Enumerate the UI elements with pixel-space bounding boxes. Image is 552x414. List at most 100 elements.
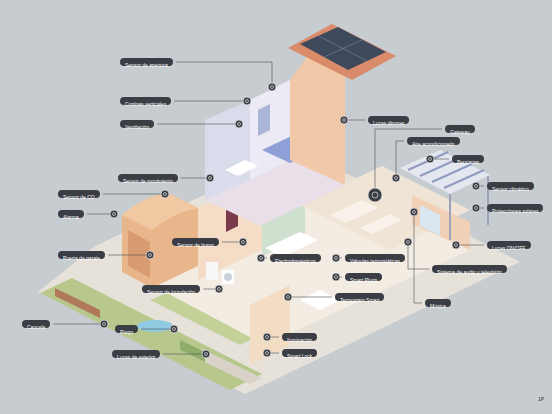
pergola-slat	[432, 164, 472, 182]
callout-label: Puerta de garaje	[58, 251, 105, 259]
callout-label: Smart Plugs	[345, 273, 382, 281]
device-icon	[284, 293, 292, 301]
icon-glyph	[164, 193, 167, 196]
icon-glyph	[343, 119, 346, 122]
sofa	[330, 200, 378, 223]
label-text: Sensor de movimiento	[123, 178, 173, 184]
pergola-roof	[400, 150, 490, 194]
label-text: Ventilación	[125, 124, 149, 130]
callout-label: Luces dimmer	[368, 116, 409, 124]
icon-glyph	[266, 336, 269, 339]
icon-glyph	[238, 123, 241, 126]
device-icon	[340, 116, 348, 124]
callout-label: Ventilación	[120, 120, 154, 128]
device-icon	[215, 285, 223, 293]
pergola-slat	[408, 152, 448, 170]
icon-glyph	[271, 86, 274, 89]
icon-glyph	[246, 100, 249, 103]
pond	[137, 320, 173, 332]
icon-glyph	[413, 211, 416, 214]
label-text: Sensor de apertura	[125, 62, 168, 68]
leader-line	[288, 297, 332, 298]
icon-glyph	[205, 353, 208, 356]
device-icon	[235, 120, 243, 128]
label-text: Riego	[120, 329, 133, 335]
leader-line	[176, 62, 272, 87]
leader-line	[174, 101, 247, 102]
icon-glyph	[209, 177, 212, 180]
callout-label: Iluminación	[282, 333, 317, 341]
label-text: Música	[430, 303, 446, 309]
icon-glyph	[218, 288, 221, 291]
ground	[38, 150, 520, 394]
upper-floor	[205, 24, 396, 226]
label-text: Iluminación	[287, 337, 312, 343]
callout-label: Persianas	[452, 155, 484, 163]
upper-back-wall	[250, 80, 290, 180]
label-text: Cortinas verticales	[125, 101, 166, 107]
callout-label: Luces de exterior	[112, 350, 160, 358]
callout-label: Sistema de audio y televisión	[432, 265, 507, 273]
label-text: Aire acondicionado	[412, 141, 455, 147]
label-text: Electrodomésticos	[275, 258, 316, 264]
label-text: Puerta de garaje	[63, 255, 100, 261]
leader-line	[396, 141, 404, 178]
callout-label: Electrodomésticos	[270, 254, 321, 262]
washer-door	[224, 273, 232, 281]
callout-label: Gateway	[445, 125, 475, 133]
device-icon	[426, 155, 434, 163]
label-text: Cancela	[27, 324, 45, 330]
upper-left-wall	[205, 100, 250, 200]
label-text: Sensor de CO	[63, 194, 95, 200]
device-icon	[206, 174, 214, 182]
device-icon	[170, 325, 178, 333]
appliance	[206, 262, 218, 280]
device-icon	[110, 210, 118, 218]
callout-label: Alarma	[58, 210, 84, 218]
leader-line	[414, 212, 422, 303]
solar-panel	[300, 27, 386, 70]
label-text: Smart Lock	[287, 353, 312, 359]
leader-line	[108, 255, 150, 256]
callout-label: Protecciones solares	[487, 204, 543, 212]
device-icon	[243, 97, 251, 105]
callout-label: Termostato Smart	[335, 293, 384, 301]
icon-glyph	[372, 192, 378, 198]
panel-grid	[319, 36, 367, 61]
label-text: Sensor climático	[492, 186, 529, 192]
device-icon	[472, 182, 480, 190]
leader-line	[408, 242, 429, 269]
washer	[222, 270, 234, 284]
panel-grid	[324, 40, 362, 57]
callout-label: Riego	[115, 325, 138, 333]
device-icon	[332, 254, 340, 262]
callout-label: Sensor de humo	[172, 238, 219, 246]
label-text: Smart Plugs	[350, 277, 377, 283]
label-text: Termostato Smart	[340, 297, 379, 303]
label-text: Gateway	[450, 129, 470, 135]
icon-glyph	[113, 213, 116, 216]
ground-slab	[38, 150, 520, 394]
pergola-post	[449, 194, 451, 240]
icon-glyph	[103, 323, 106, 326]
device-icon	[100, 320, 108, 328]
label-text: Sensor de inundación	[147, 289, 195, 295]
device-icon	[239, 238, 247, 246]
right-wall	[412, 195, 470, 250]
device-icon	[332, 273, 340, 281]
callout-label: Música	[425, 299, 451, 307]
leader-line	[181, 178, 210, 179]
page-number: 1P	[538, 396, 544, 402]
callout-label: Aire acondicionado	[407, 137, 460, 145]
device-icon	[202, 350, 210, 358]
window	[258, 104, 270, 136]
device-icon	[392, 174, 400, 182]
device-icon	[452, 241, 460, 249]
device-icon	[472, 204, 480, 212]
roof	[288, 24, 396, 80]
window	[420, 205, 440, 236]
label-text: Luces de exterior	[117, 354, 155, 360]
device-icon	[410, 208, 418, 216]
label-text: Persianas	[457, 159, 479, 165]
